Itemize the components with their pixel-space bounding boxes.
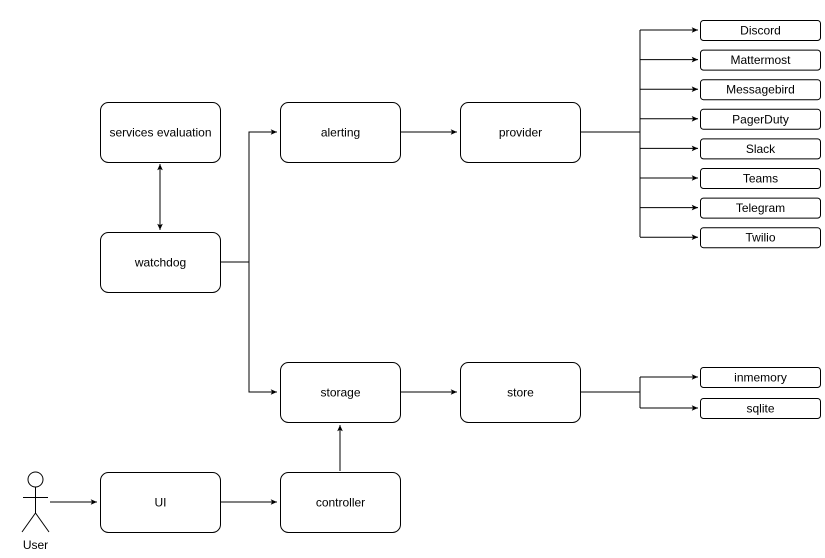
node-store[interactable]: store — [460, 362, 581, 423]
user-actor-label: User — [23, 538, 48, 552]
store-nodes: inmemory sqlite — [700, 367, 821, 419]
provider-label-messagebird: Messagebird — [726, 83, 795, 97]
provider-node-telegram[interactable]: Telegram — [700, 197, 821, 219]
node-label-store: store — [507, 386, 534, 400]
node-watchdog[interactable]: watchdog — [100, 232, 221, 293]
provider-label-discord: Discord — [740, 24, 781, 38]
provider-node-pagerduty[interactable]: PagerDuty — [700, 108, 821, 130]
node-label-ui: UI — [155, 496, 167, 510]
store-label-inmemory: inmemory — [734, 371, 787, 385]
node-label-alerting: alerting — [321, 126, 360, 140]
provider-label-twilio: Twilio — [745, 231, 775, 245]
node-controller[interactable]: controller — [280, 472, 401, 533]
provider-node-slack[interactable]: Slack — [700, 138, 821, 160]
provider-node-mattermost[interactable]: Mattermost — [700, 49, 821, 71]
edge-watchdog-alerting — [248, 129, 277, 262]
edges — [50, 27, 698, 505]
user-actor-icon — [21, 471, 50, 533]
node-label-services-evaluation: services evaluation — [109, 126, 211, 140]
provider-node-discord[interactable]: Discord — [700, 20, 821, 41]
provider-label-mattermost: Mattermost — [730, 53, 791, 67]
node-storage[interactable]: storage — [280, 362, 401, 423]
provider-label-slack: Slack — [746, 142, 776, 156]
edge-watchdog-storage — [248, 262, 277, 395]
provider-nodes: DiscordMattermostMessagebirdPagerDutySla… — [700, 20, 821, 249]
user-actor[interactable]: User — [21, 471, 50, 552]
store-node-sqlite[interactable]: sqlite — [700, 398, 821, 419]
provider-node-messagebird[interactable]: Messagebird — [700, 79, 821, 101]
node-provider[interactable]: provider — [460, 102, 581, 163]
store-edges — [640, 374, 698, 411]
provider-node-teams[interactable]: Teams — [700, 168, 821, 189]
node-label-watchdog: watchdog — [134, 256, 186, 270]
provider-edges — [640, 27, 698, 240]
node-services-evaluation[interactable]: services evaluation — [100, 102, 221, 163]
store-node-inmemory[interactable]: inmemory — [700, 367, 821, 388]
provider-label-pagerduty: PagerDuty — [732, 112, 789, 126]
node-label-provider: provider — [499, 126, 542, 140]
node-label-controller: controller — [316, 496, 365, 510]
provider-node-twilio[interactable]: Twilio — [700, 227, 821, 249]
node-alerting[interactable]: alerting — [280, 102, 401, 163]
node-ui[interactable]: UI — [100, 472, 221, 533]
provider-label-teams: Teams — [743, 172, 778, 186]
provider-label-telegram: Telegram — [736, 201, 785, 215]
node-label-storage: storage — [320, 386, 360, 400]
store-label-sqlite: sqlite — [746, 402, 774, 416]
